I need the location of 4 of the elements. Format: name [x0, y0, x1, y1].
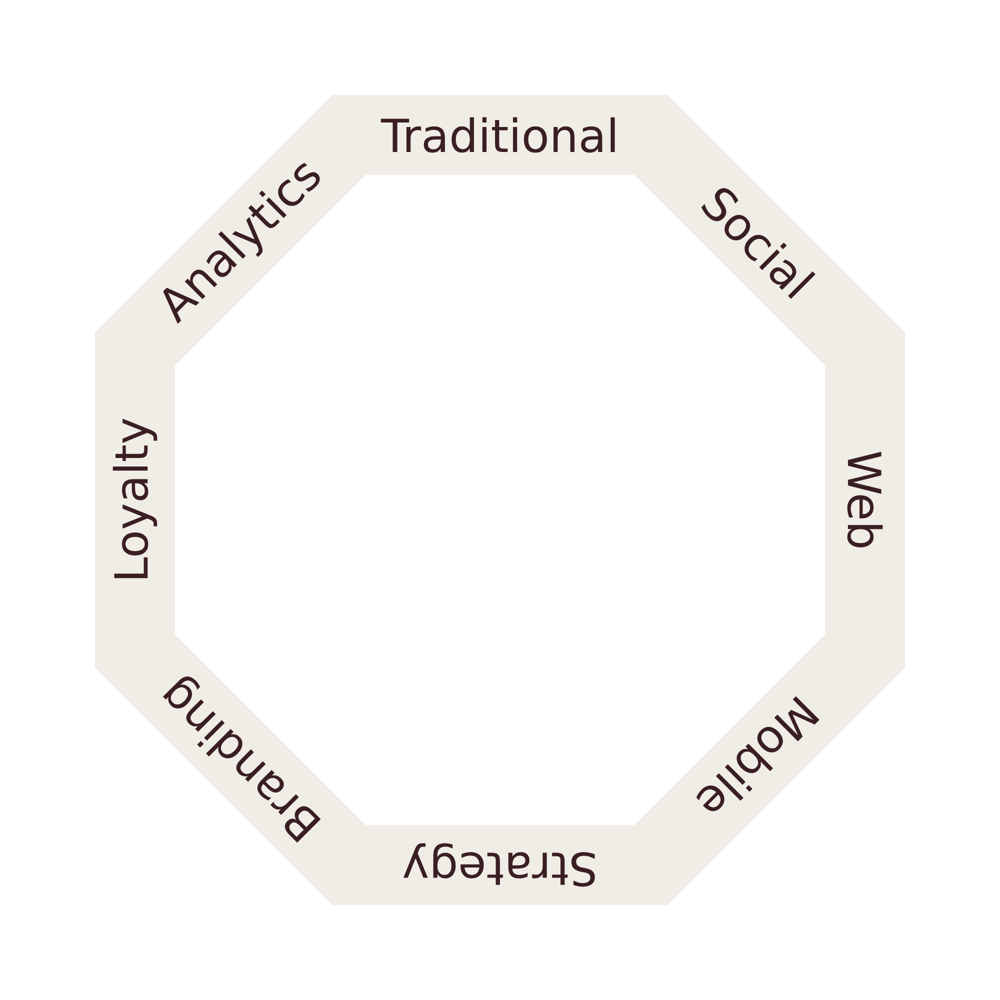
- node-label: Loyalty: [112, 418, 158, 578]
- node-label: Web: [847, 452, 883, 548]
- node-label: Strategy: [403, 843, 595, 887]
- node-label: Traditional: [380, 117, 615, 153]
